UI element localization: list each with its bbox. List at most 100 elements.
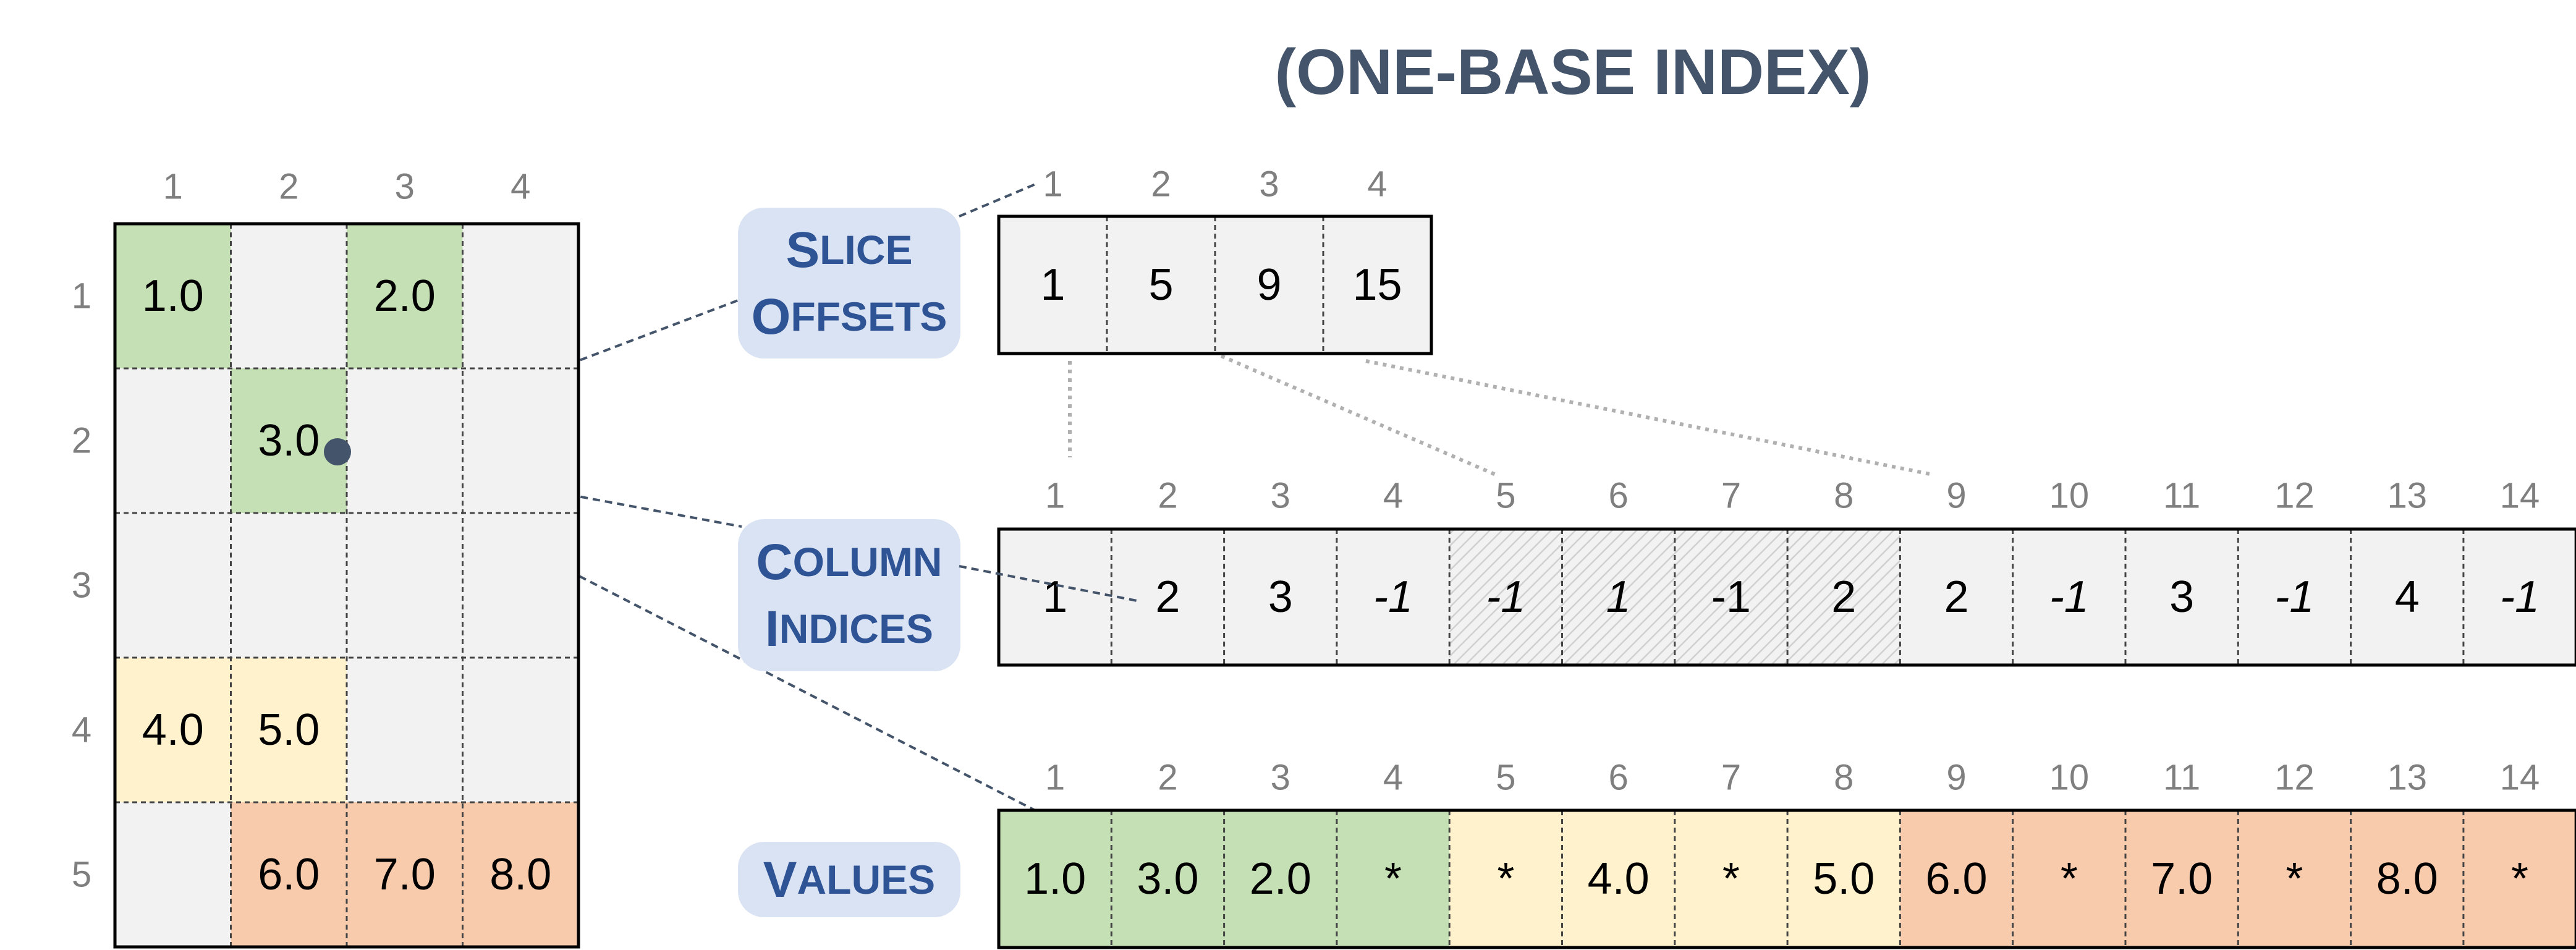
column-indices-value: -1 — [1373, 572, 1413, 622]
slice-offsets-cell — [1107, 216, 1215, 354]
values-cell — [2463, 810, 2576, 948]
slice-offsets-cell — [1323, 216, 1431, 354]
slice-offsets-index: 2 — [1151, 164, 1171, 205]
column-indices-index: 10 — [2049, 476, 2090, 516]
slice-range-line — [1365, 359, 1934, 477]
slice-offsets-cell-border — [997, 214, 1433, 355]
column-indices-index: 9 — [1946, 476, 1966, 516]
slice-offsets-cell — [1215, 216, 1323, 354]
matrix-cell — [462, 658, 578, 802]
column-indices-cell-border — [997, 527, 2576, 667]
matrix-cell — [115, 658, 231, 802]
matrix-value: 2.0 — [374, 271, 436, 321]
values-index: 7 — [1721, 758, 1741, 798]
values-cell — [1224, 810, 1337, 948]
matrix-col-header: 4 — [511, 167, 530, 207]
values-index: 10 — [2049, 758, 2090, 798]
matrix-col-header: 2 — [279, 167, 299, 207]
column-indices-cell — [2350, 529, 2464, 665]
column-indices-value: -1 — [2500, 572, 2540, 622]
column-indices-label-box — [738, 519, 960, 671]
column-indices-value: 1 — [1606, 572, 1631, 622]
values-index: 6 — [1609, 758, 1629, 798]
matrix-value: 7.0 — [374, 850, 436, 899]
column-indices-cell — [2012, 529, 2125, 665]
column-indices-cell — [1787, 529, 1900, 665]
matrix-row-header: 3 — [72, 566, 91, 606]
matrix-cell — [115, 513, 231, 658]
slice-offsets-label-box — [738, 208, 960, 358]
values-cell — [999, 810, 1112, 948]
matrix-cell — [115, 224, 231, 368]
values-cell — [1336, 810, 1450, 948]
values-index: 2 — [1158, 758, 1177, 798]
column-indices-index: 8 — [1834, 476, 1854, 516]
column-indices-index: 6 — [1609, 476, 1629, 516]
values-index: 8 — [1834, 758, 1854, 798]
matrix-value: 4.0 — [142, 705, 204, 755]
column-indices-index: 5 — [1496, 476, 1515, 516]
column-indices-index: 12 — [2274, 476, 2315, 516]
values-cell — [1787, 810, 1900, 948]
column-indices-label-text: INDICES — [765, 601, 933, 657]
column-indices-value: -1 — [1486, 572, 1525, 622]
slice-offsets-value: 5 — [1148, 260, 1173, 310]
matrix-value: 5.0 — [258, 705, 320, 755]
column-indices-value: 2 — [1831, 572, 1856, 622]
column-indices-cell — [2238, 529, 2351, 665]
matrix-row-header: 4 — [72, 710, 91, 750]
matrix-row-header: 5 — [72, 855, 91, 895]
matrix-cell — [115, 802, 231, 947]
matrix-cell — [347, 368, 463, 513]
matrix-value: 1.0 — [142, 271, 204, 321]
matrix-cell — [462, 802, 578, 947]
column-indices-value: 2 — [1155, 572, 1180, 622]
slice-offsets-value: 9 — [1256, 260, 1281, 310]
slice-offsets-value: 1 — [1040, 260, 1065, 310]
matrix-value: 6.0 — [258, 850, 320, 899]
values-index: 9 — [1946, 758, 1966, 798]
connector-overlay — [324, 438, 1138, 602]
values-value: 8.0 — [2376, 854, 2438, 904]
values-value: 4.0 — [1588, 854, 1650, 904]
selected-element-dot — [324, 438, 351, 465]
matrix-cell — [231, 224, 347, 368]
slice-offsets-cell — [999, 216, 1107, 354]
matrix-col-header: 3 — [395, 167, 415, 207]
column-indices-index: 13 — [2387, 476, 2427, 516]
connector-column-index-pointer — [959, 565, 1138, 602]
matrix-cell — [231, 368, 347, 513]
values-cell-border — [997, 808, 2576, 949]
column-indices-cell — [2463, 529, 2576, 665]
column-indices-cell — [999, 529, 1112, 665]
column-indices-value: 3 — [1268, 572, 1293, 622]
column-indices-cell — [1674, 529, 1788, 665]
matrix-cell — [347, 224, 463, 368]
matrix-row-header: 2 — [72, 421, 91, 461]
values-index: 12 — [2274, 758, 2315, 798]
column-indices-value: 4 — [2395, 572, 2420, 622]
values-index: 3 — [1271, 758, 1290, 798]
column-indices-cell — [1224, 529, 1337, 665]
slice-offsets-label-text: OFFSETS — [752, 289, 947, 345]
values-value: 6.0 — [1926, 854, 1988, 904]
connector-slice-offsets-index — [959, 182, 1039, 218]
column-indices-value: 2 — [1944, 572, 1969, 622]
values-value: * — [1722, 854, 1740, 904]
matrix-cell — [462, 224, 578, 368]
matrix-cell — [231, 802, 347, 947]
values-value: * — [1384, 854, 1402, 904]
values-cell — [1674, 810, 1788, 948]
column-indices-label-text: COLUMN — [756, 534, 942, 590]
matrix-col-header: 1 — [163, 167, 183, 207]
values-cell — [2350, 810, 2464, 948]
values-value: 3.0 — [1137, 854, 1198, 904]
column-indices-cell — [1562, 529, 1675, 665]
values-index: 1 — [1045, 758, 1065, 798]
column-indices-value: -1 — [2049, 572, 2089, 622]
column-indices-value: 3 — [2169, 572, 2194, 622]
column-indices-index: 3 — [1271, 476, 1290, 516]
